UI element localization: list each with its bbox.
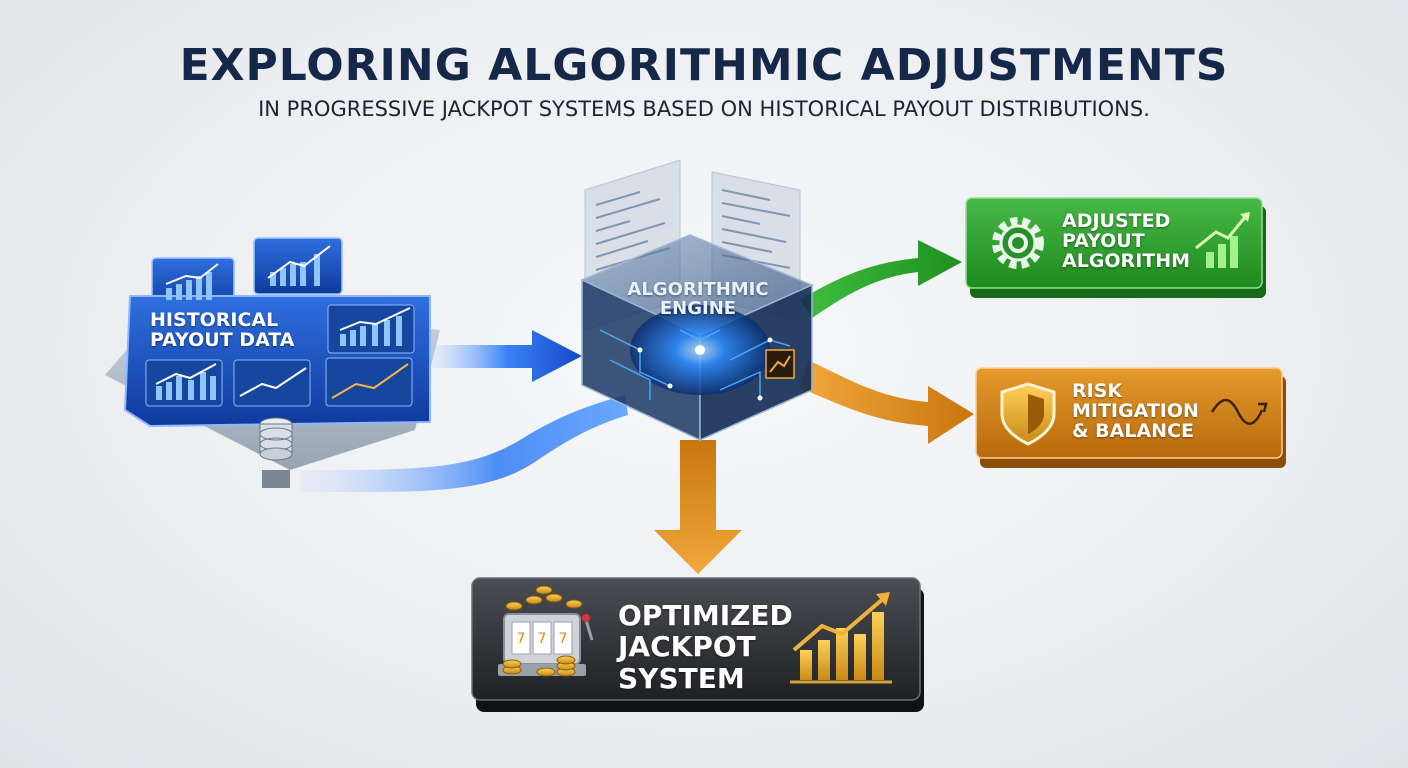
- risk-label-line2: MITIGATION: [1072, 399, 1199, 422]
- growth-chart-icon: [1195, 212, 1250, 268]
- risk-label-line3: & BALANCE: [1072, 419, 1195, 442]
- gear-icon: [992, 217, 1044, 269]
- historical-label-line1: HISTORICAL: [150, 309, 279, 331]
- svg-text:7: 7: [538, 631, 547, 647]
- svg-text:7: 7: [559, 631, 568, 647]
- arrow-engine-to-optimized: [654, 440, 742, 574]
- historical-payout-data-label: HISTORICAL PAYOUT DATA: [150, 309, 295, 351]
- adjusted-label-line1: ADJUSTED: [1062, 210, 1171, 232]
- adjusted-label-line3: ALGORITHM: [1062, 249, 1191, 272]
- coin-stack-icon: [502, 585, 583, 677]
- shield-icon: [1000, 382, 1056, 446]
- algorithmic-engine-label: ALGORITHMIC ENGINE: [600, 279, 796, 319]
- wave-icon: [1210, 398, 1268, 425]
- risk-label-line1: RISK: [1072, 380, 1123, 402]
- optimized-jackpot-system-node: 7 7 7: [471, 577, 924, 712]
- page-title: EXPLORING ALGORITHMIC ADJUSTMENTS: [179, 40, 1229, 91]
- arrow-engine-to-adjusted: [800, 240, 962, 318]
- optimized-label-line2: JACKPOT: [618, 630, 756, 664]
- arrow-engine-to-risk: [800, 360, 974, 444]
- optimized-label-line1: OPTIMIZED: [618, 599, 793, 632]
- risk-mitigation-label: RISK MITIGATION & BALANCE: [1072, 380, 1199, 442]
- arrow-data-to-engine: [432, 330, 582, 382]
- optimized-label-line3: SYSTEM: [618, 661, 745, 695]
- growth-chart-icon: [790, 592, 892, 684]
- page-subtitle: IN PROGRESSIVE JACKPOT SYSTEMS BASED ON …: [258, 97, 1150, 121]
- svg-text:7: 7: [517, 631, 526, 647]
- historical-label-line2: PAYOUT DATA: [150, 328, 295, 351]
- engine-label-line1: ALGORITHMIC: [627, 279, 769, 300]
- adjusted-label-line2: PAYOUT: [1062, 229, 1145, 252]
- slot-machine-icon: 7 7 7: [498, 613, 594, 676]
- bar-chart-icon: [156, 254, 402, 400]
- engine-label-line2: ENGINE: [659, 297, 737, 319]
- database-icon: [259, 417, 293, 461]
- algorithmic-engine-node: [580, 159, 814, 442]
- arrow-feedback-curve: [300, 395, 628, 493]
- adjusted-payout-algorithm-label: ADJUSTED PAYOUT ALGORITHM: [1062, 210, 1191, 272]
- historical-payout-data-node: [105, 237, 440, 488]
- adjusted-payout-algorithm-node: [965, 197, 1266, 298]
- optimized-jackpot-system-label: OPTIMIZED JACKPOT SYSTEM: [618, 600, 793, 694]
- risk-mitigation-node: [975, 367, 1286, 468]
